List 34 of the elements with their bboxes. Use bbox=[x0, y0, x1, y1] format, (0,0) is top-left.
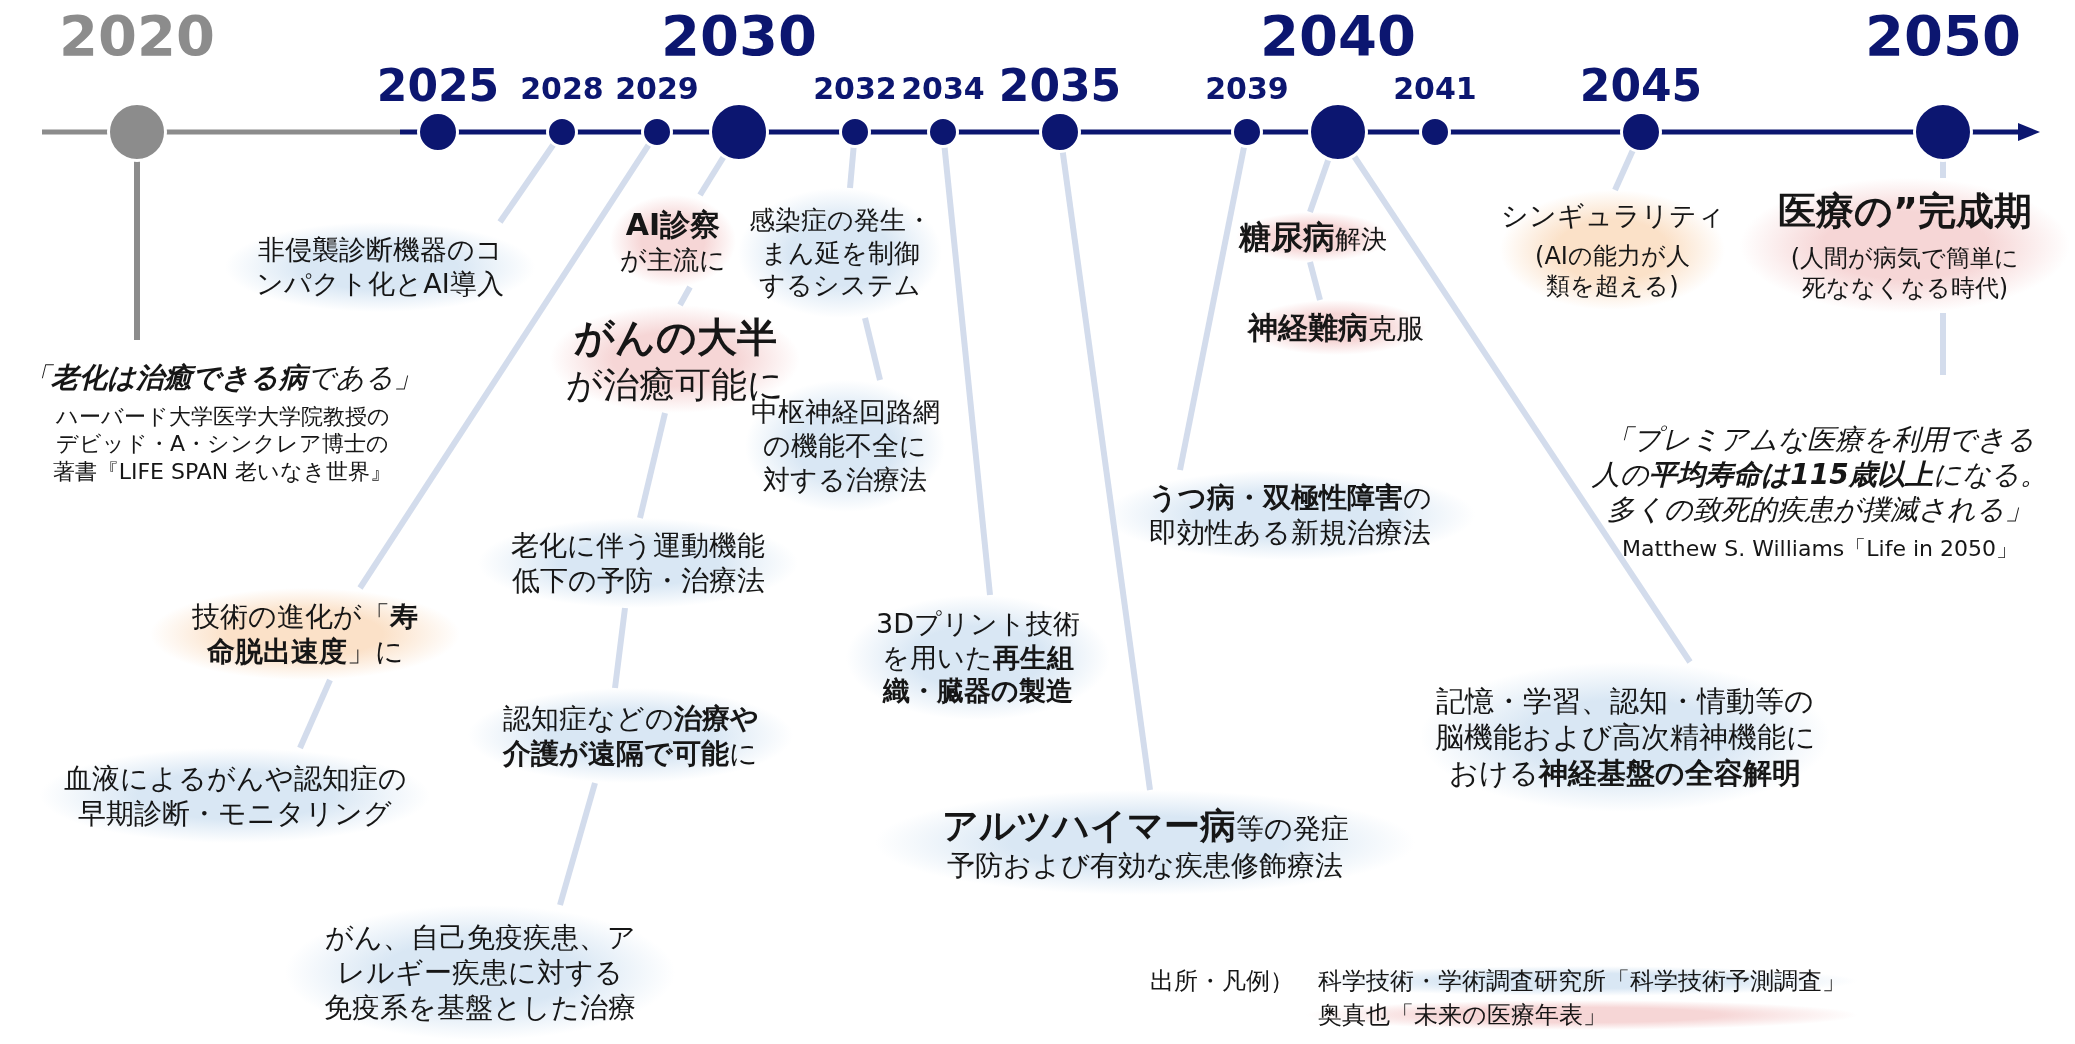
year-label: 2028 bbox=[520, 74, 604, 104]
year-label: 2020 bbox=[59, 8, 215, 64]
year-label: 2030 bbox=[661, 8, 817, 64]
citation-text: Matthew S. Williams「Life in 2050」 bbox=[1622, 535, 2018, 563]
quote-text: 「プレミアムな医療を利用できる人の平均寿命は115歳以上になる。多くの致死的疾患が撲滅される」 bbox=[1591, 422, 2049, 528]
year-label: 2050 bbox=[1865, 8, 2021, 64]
source-note: ハーバード大学医学大学院教授のデビッド・A・シンクレア博士の著書『LIFE SPAN 老いなき世界』 bbox=[51, 402, 394, 486]
leader-line bbox=[1940, 313, 1946, 375]
era-note: (人間が病気で簡単に死ななくなる時代) bbox=[1789, 243, 2021, 304]
legend-text: 奥真也「未来の医療年表」 bbox=[1318, 1001, 1607, 1029]
year-label: 2034 bbox=[901, 74, 985, 104]
prediction-note: (AIの能力が人類を超える) bbox=[1534, 240, 1691, 301]
leader-line bbox=[297, 678, 333, 750]
year-label: 2039 bbox=[1205, 74, 1289, 104]
prediction-heading: シンギュラリティ bbox=[1500, 199, 1725, 233]
year-label: 2045 bbox=[1579, 64, 1703, 108]
leader-line bbox=[637, 412, 668, 519]
source-label: 出所・凡例） bbox=[1150, 966, 1294, 997]
year-label: 2032 bbox=[813, 74, 897, 104]
prediction-text: 糖尿病解決 bbox=[1236, 212, 1390, 262]
leader-line bbox=[557, 782, 598, 906]
leader-line bbox=[612, 607, 628, 689]
prediction-text: AI診察が主流に bbox=[610, 195, 736, 287]
leader-line bbox=[862, 317, 883, 381]
leader-line bbox=[677, 285, 693, 307]
legend-text: 科学技術・学術調査研究所「科学技術予測調査」 bbox=[1318, 967, 1846, 995]
year-label: 2041 bbox=[1393, 74, 1477, 104]
quote-text: 「老化は治癒できる病である」 bbox=[23, 359, 422, 395]
year-label: 2040 bbox=[1260, 8, 1416, 64]
era-heading: 医療の”完成期 bbox=[1778, 187, 2032, 235]
year-label: 2029 bbox=[615, 74, 699, 104]
year-label: 2035 bbox=[998, 64, 1122, 108]
leader-line bbox=[1307, 261, 1323, 301]
year-label: 2025 bbox=[376, 64, 500, 108]
